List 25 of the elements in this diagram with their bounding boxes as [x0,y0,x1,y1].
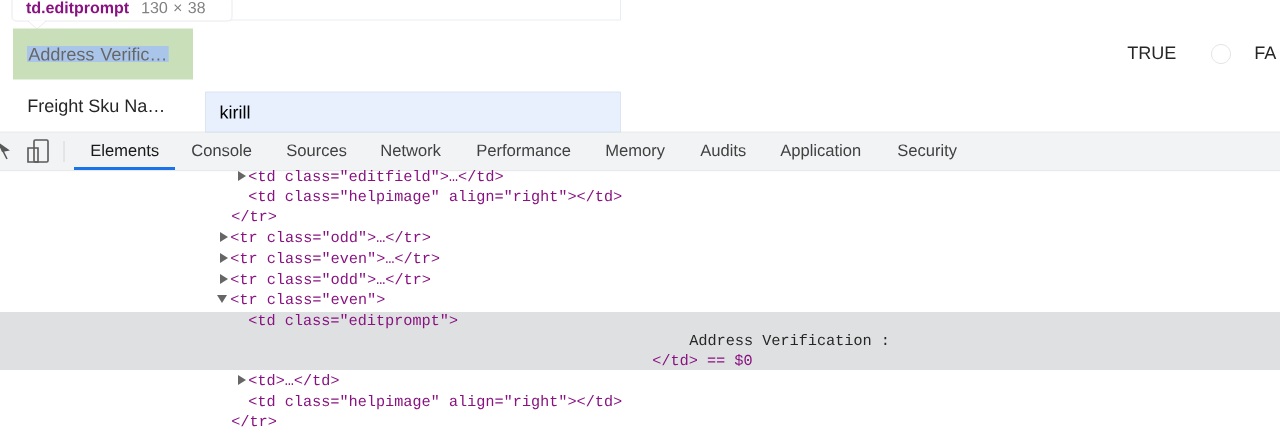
tab-label: Console [192,144,252,157]
code-line: <tr class="odd">…</tr> [231,231,431,243]
highlighted-cell: Address Verific… [13,28,193,80]
code-line: </td> == $0 [653,354,752,367]
tooltip: td.editprompt 130 × 38 [11,0,233,30]
tab-label: Elements [91,144,159,157]
code-line: <tr class="even">…</tr> [231,252,440,264]
code-line: <tr class="even"> [231,293,385,305]
input-field: kirill [205,91,621,133]
code-line: <td class="helpimage" align="right"></td> [249,190,622,205]
code-line: <td class="helpimage" align="right"></td> [249,395,622,410]
code-line: <td class="editfield">…</td> [249,170,503,182]
tab-label: Application [780,144,861,160]
code-text: Address Verification : [689,334,887,346]
tab-label: Security [898,144,957,160]
code-line: <tr class="odd">…</tr> [231,273,431,285]
code-line: </tr> [232,210,276,222]
code-line: </tr> [232,415,276,427]
page-text: Freight Sku Na… [28,98,163,116]
code-line: <td class="editprompt"> [249,314,458,329]
page-text: TRUE [1127,46,1176,60]
tab-label: Memory [606,144,665,160]
code-line: <td>…</td> [249,374,339,386]
page-text: FA [1255,46,1277,59]
tab-label: Audits [700,144,746,157]
